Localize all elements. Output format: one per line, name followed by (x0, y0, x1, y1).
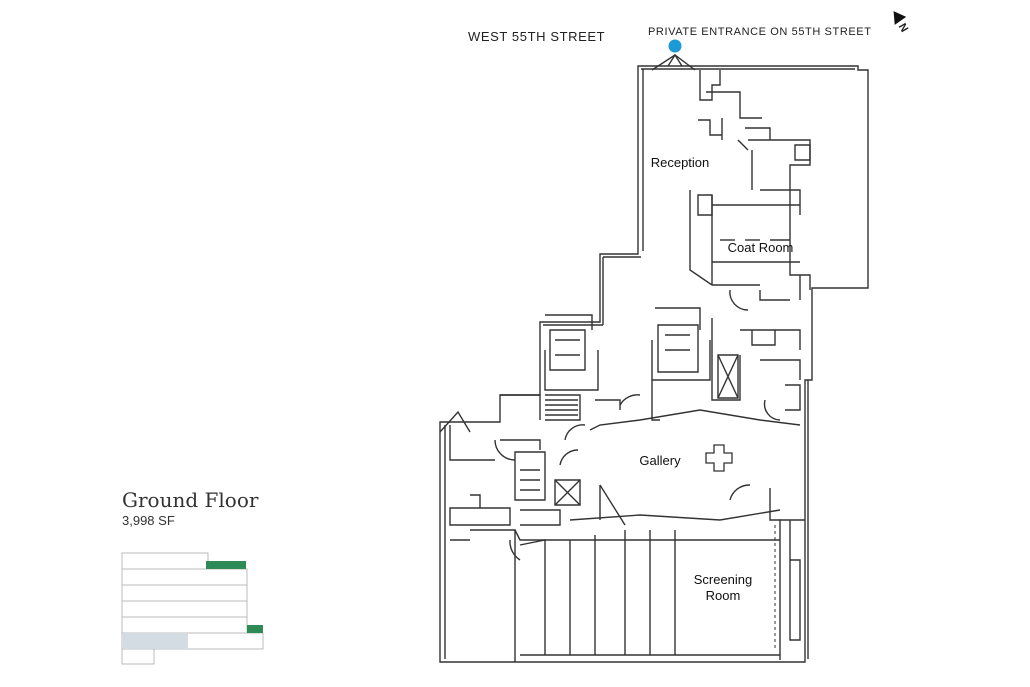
room-screening-line2: Room (705, 588, 741, 603)
gallery-sculpture (705, 444, 733, 472)
highlight-ground-floor (123, 633, 188, 649)
room-screening-line1: Screening (693, 572, 753, 587)
room-coat-room: Coat Room (727, 240, 794, 255)
floor-title: Ground Floor (122, 488, 259, 512)
floor-area: 3,998 SF (122, 513, 175, 528)
street-label: WEST 55TH STREET (468, 29, 606, 44)
entrance-label: PRIVATE ENTRANCE ON 55TH STREET (648, 26, 872, 38)
outer-wall (439, 65, 869, 663)
floor-stack-diagram (121, 552, 264, 665)
highlight-green-top (206, 561, 246, 569)
entrance-marker (668, 39, 682, 53)
highlight-green-mid (247, 625, 263, 633)
room-gallery: Gallery (639, 453, 681, 468)
room-reception: Reception (650, 155, 710, 170)
